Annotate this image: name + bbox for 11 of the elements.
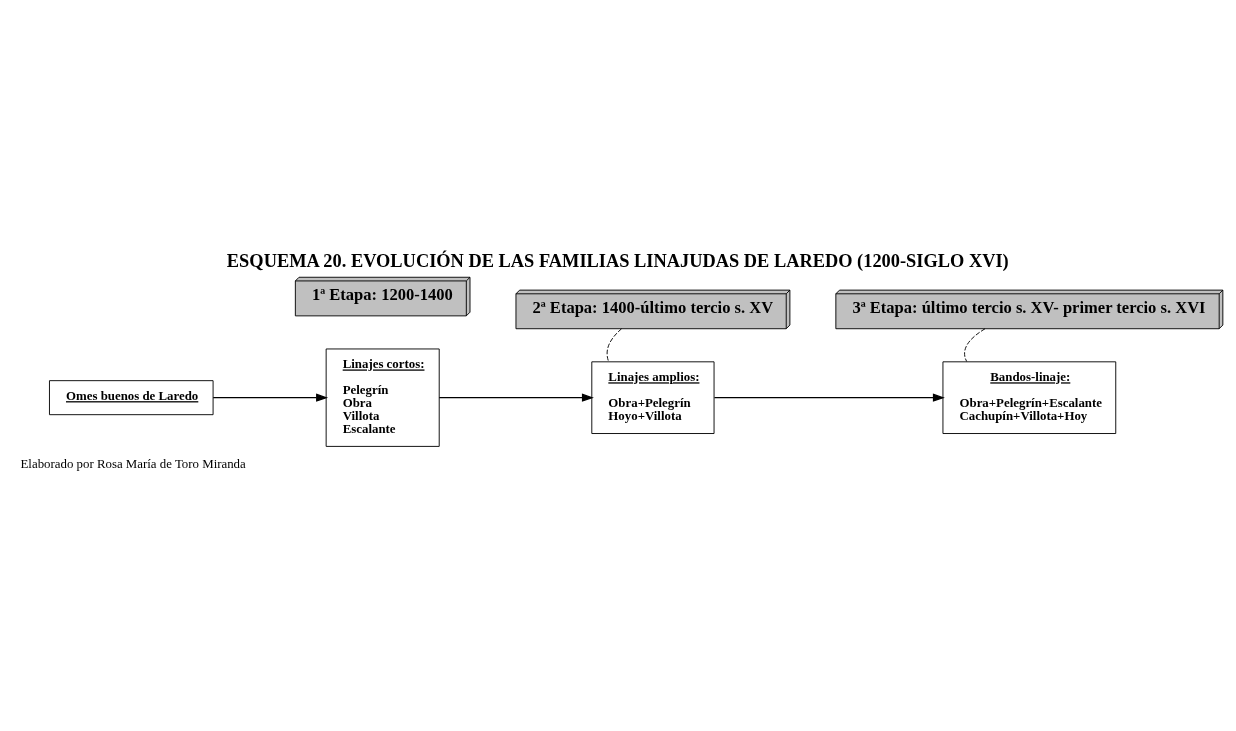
- diagram-title: ESQUEMA 20. EVOLUCIÓN DE LAS FAMILIAS LINAJUDAS DE LAREDO (1200-SIGLO XVI): [226, 251, 1009, 272]
- arrow: [438, 393, 594, 402]
- connector: [964, 328, 986, 362]
- arrow: [212, 393, 329, 402]
- caption: Elaborado por Rosa María de Toro Miranda: [20, 457, 246, 472]
- node-box: Linajes amplios: Obra+Pelegrín Hoyo+Villota: [591, 361, 715, 434]
- node-box: Linajes cortos: Pelegrín Obra Villota Escalante: [325, 348, 440, 447]
- connector: [606, 328, 623, 362]
- node-box: Bandos-linaje: Obra+Pelegrín+Escalante Cachupín+Villota+Hoy: [942, 361, 1117, 434]
- arrow: [713, 393, 945, 402]
- node-box: Omes buenos de Laredo: [49, 380, 214, 416]
